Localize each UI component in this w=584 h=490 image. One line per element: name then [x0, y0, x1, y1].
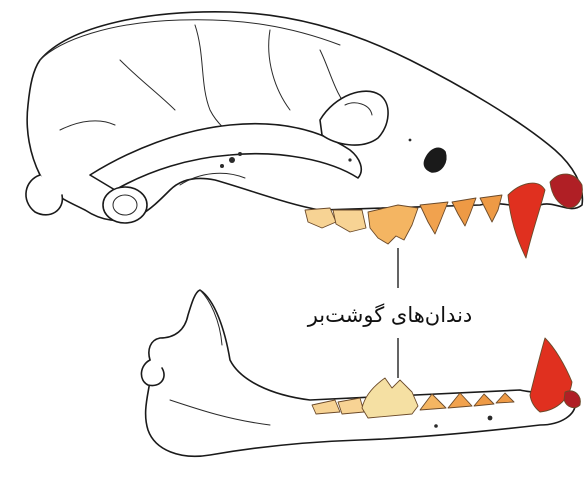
- cranium: [26, 12, 582, 223]
- upper-premolar-1: [480, 195, 502, 222]
- upper-premolar-3: [420, 202, 448, 234]
- carnassial-callout: دندان‌های گوشت‌بر: [307, 248, 473, 378]
- lower-carnassial: [362, 378, 418, 418]
- upper-premolar-2: [452, 198, 476, 226]
- upper-molar-1: [305, 208, 336, 228]
- carnassial-label: دندان‌های گوشت‌بر: [307, 303, 473, 327]
- upper-carnassial: [368, 205, 418, 244]
- upper-molar-2: [333, 210, 366, 232]
- upper-canine: [508, 183, 545, 258]
